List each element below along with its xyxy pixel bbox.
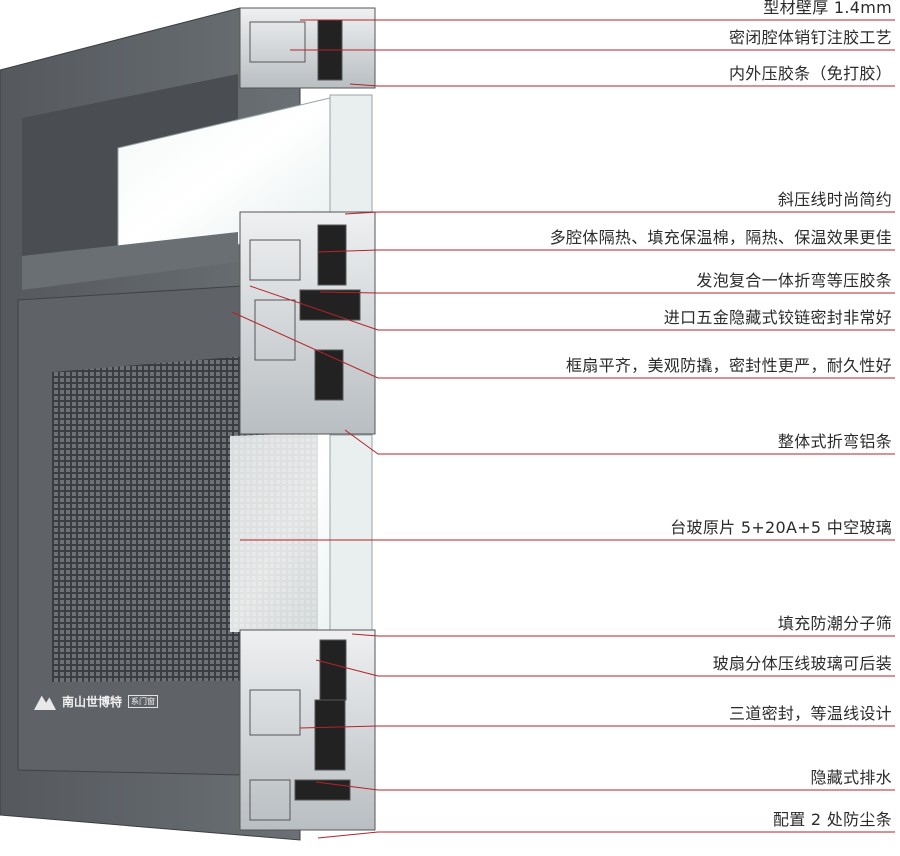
leader-line-13 (299, 725, 895, 729)
feature-label-14: 隐藏式排水 (810, 768, 892, 787)
feature-label-13: 三道密封，等温线设计 (728, 704, 892, 723)
feature-label-7: 进口五金隐藏式铰链密封非常好 (663, 308, 892, 327)
leader-line-7 (249, 285, 895, 331)
feature-label-9: 整体式折弯铝条 (777, 432, 892, 451)
leader-line-9 (344, 429, 895, 455)
leader-line-5 (317, 249, 895, 253)
feature-label-4: 斜压线时尚简约 (777, 190, 892, 209)
feature-label-12: 玻扇分体压线玻璃可后装 (712, 654, 892, 673)
leader-line-14 (315, 781, 895, 791)
leader-line-11 (351, 633, 895, 637)
top-glass-edge (329, 94, 373, 216)
leader-line-8 (231, 311, 895, 379)
feature-label-6: 发泡复合一体折弯等压胶条 (696, 271, 892, 290)
leader-line-3 (349, 83, 895, 87)
lower-glass (230, 432, 345, 632)
feature-label-15: 配置 2 处防尘条 (772, 810, 892, 829)
leader-line-15 (317, 831, 895, 839)
feature-label-3: 内外压胶条（免打胶） (728, 64, 892, 83)
feature-label-2: 密闭腔体销钉注胶工艺 (728, 28, 892, 47)
feature-label-5: 多腔体隔热、填充保温棉，隔热、保温效果更佳 (549, 228, 892, 247)
brand-logo: 南山世博特 系门窗 (34, 688, 174, 714)
leader-line-12 (315, 659, 895, 677)
feature-label-11: 填充防潮分子筛 (777, 614, 892, 633)
leader-line-6 (319, 291, 895, 294)
lower-glass-edge (329, 434, 373, 631)
feature-label-8: 框扇平齐，美观防撬，密封性更严，耐久性好 (565, 356, 892, 375)
feature-label-1: 型材壁厚 1.4mm (763, 0, 892, 17)
feature-label-10: 台玻原片 5+20A+5 中空玻璃 (670, 518, 892, 537)
brand-badge: 系门窗 (128, 694, 159, 708)
leader-line-4 (344, 211, 895, 215)
brand-name: 南山世博特 (62, 694, 123, 709)
